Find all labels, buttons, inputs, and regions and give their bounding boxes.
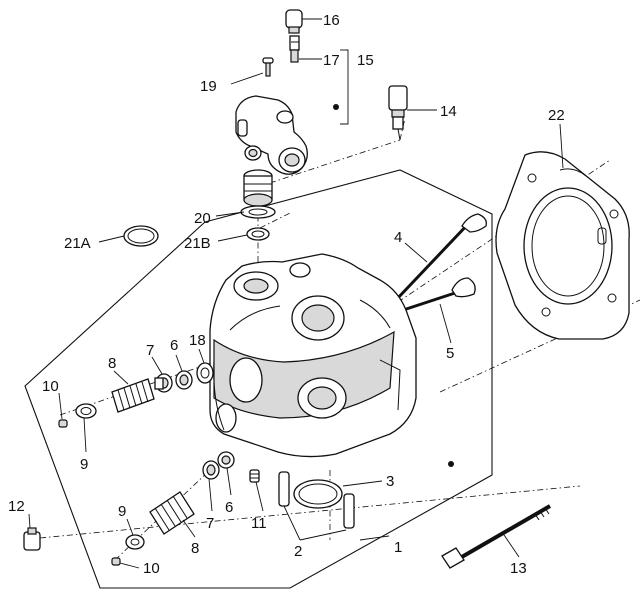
callout-labels: 16 17 15 19 14 22 4 5 20 21A 21B 18 7 6 …: [8, 12, 565, 577]
callout-6-upper: 6: [170, 337, 178, 354]
part-12-plug: [23, 527, 41, 551]
part-21b-o-ring: [246, 227, 270, 241]
callout-8-upper: 8: [108, 355, 116, 372]
part-10-cotter-lower: [111, 557, 121, 566]
part-17-plunger: [289, 35, 300, 63]
part-4-valve: [394, 213, 487, 302]
callout-15: 15: [357, 52, 374, 69]
part-2-dowel-left: [278, 471, 290, 507]
part-2-dowel-right: [343, 493, 355, 529]
callout-7-lower: 7: [206, 515, 214, 532]
reference-dot-15: [333, 104, 339, 110]
part-11-pin: [249, 469, 260, 483]
callout-12: 12: [8, 498, 25, 515]
part-9-retainer-upper: [75, 403, 97, 419]
callout-10-lower: 10: [143, 560, 160, 577]
callout-3: 3: [386, 473, 394, 490]
callout-18: 18: [189, 332, 206, 349]
part-20-thermostat: [240, 169, 276, 219]
callout-5: 5: [446, 345, 454, 362]
callout-9-lower: 9: [118, 503, 126, 520]
part-2-cylinder-head: [209, 253, 417, 458]
part-7-valve-guide-lower: [202, 460, 220, 480]
callout-16: 16: [323, 12, 340, 29]
part-21a-o-ring: [123, 225, 159, 247]
callout-8-lower: 8: [191, 540, 199, 557]
part-3-ring: [293, 479, 343, 509]
callout-21a: 21A: [64, 235, 91, 252]
assembly-frame: [24, 169, 493, 589]
callout-20: 20: [194, 210, 211, 227]
callout-22: 22: [548, 107, 565, 124]
part-6-valve-seal-lower: [217, 451, 235, 469]
part-13-bolt: [441, 504, 552, 569]
callout-14: 14: [440, 103, 457, 120]
part-15-thermostat-housing: [235, 95, 308, 175]
callout-1: 1: [394, 539, 402, 556]
part-9-retainer-lower: [125, 534, 145, 550]
callout-13: 13: [510, 560, 527, 577]
callout-11: 11: [251, 515, 267, 532]
callout-6-lower: 6: [225, 499, 233, 516]
part-19-screw: [262, 57, 274, 77]
part-8-valve-spring-lower: [149, 491, 195, 535]
part-7-valve-guide-upper: [154, 373, 173, 393]
callout-2: 2: [294, 543, 302, 560]
leader-lines: [28, 18, 564, 569]
callout-4: 4: [394, 229, 402, 246]
callout-21b: 21B: [184, 235, 211, 252]
part-22-head-gasket: [495, 151, 630, 340]
part-8-valve-spring-upper: [111, 378, 155, 413]
callout-19: 19: [200, 78, 217, 95]
callout-7-upper: 7: [146, 342, 154, 359]
reference-dot-1: [448, 461, 454, 467]
part-16-cap: [285, 9, 303, 34]
part-10-cotter-upper: [58, 419, 68, 428]
callout-17: 17: [323, 52, 340, 69]
callout-9-upper: 9: [80, 456, 88, 473]
part-6-valve-seal-upper: [175, 370, 193, 390]
part-18-washer: [196, 362, 214, 384]
callout-10-upper: 10: [42, 378, 59, 395]
part-14-temperature-sensor: [388, 85, 408, 141]
